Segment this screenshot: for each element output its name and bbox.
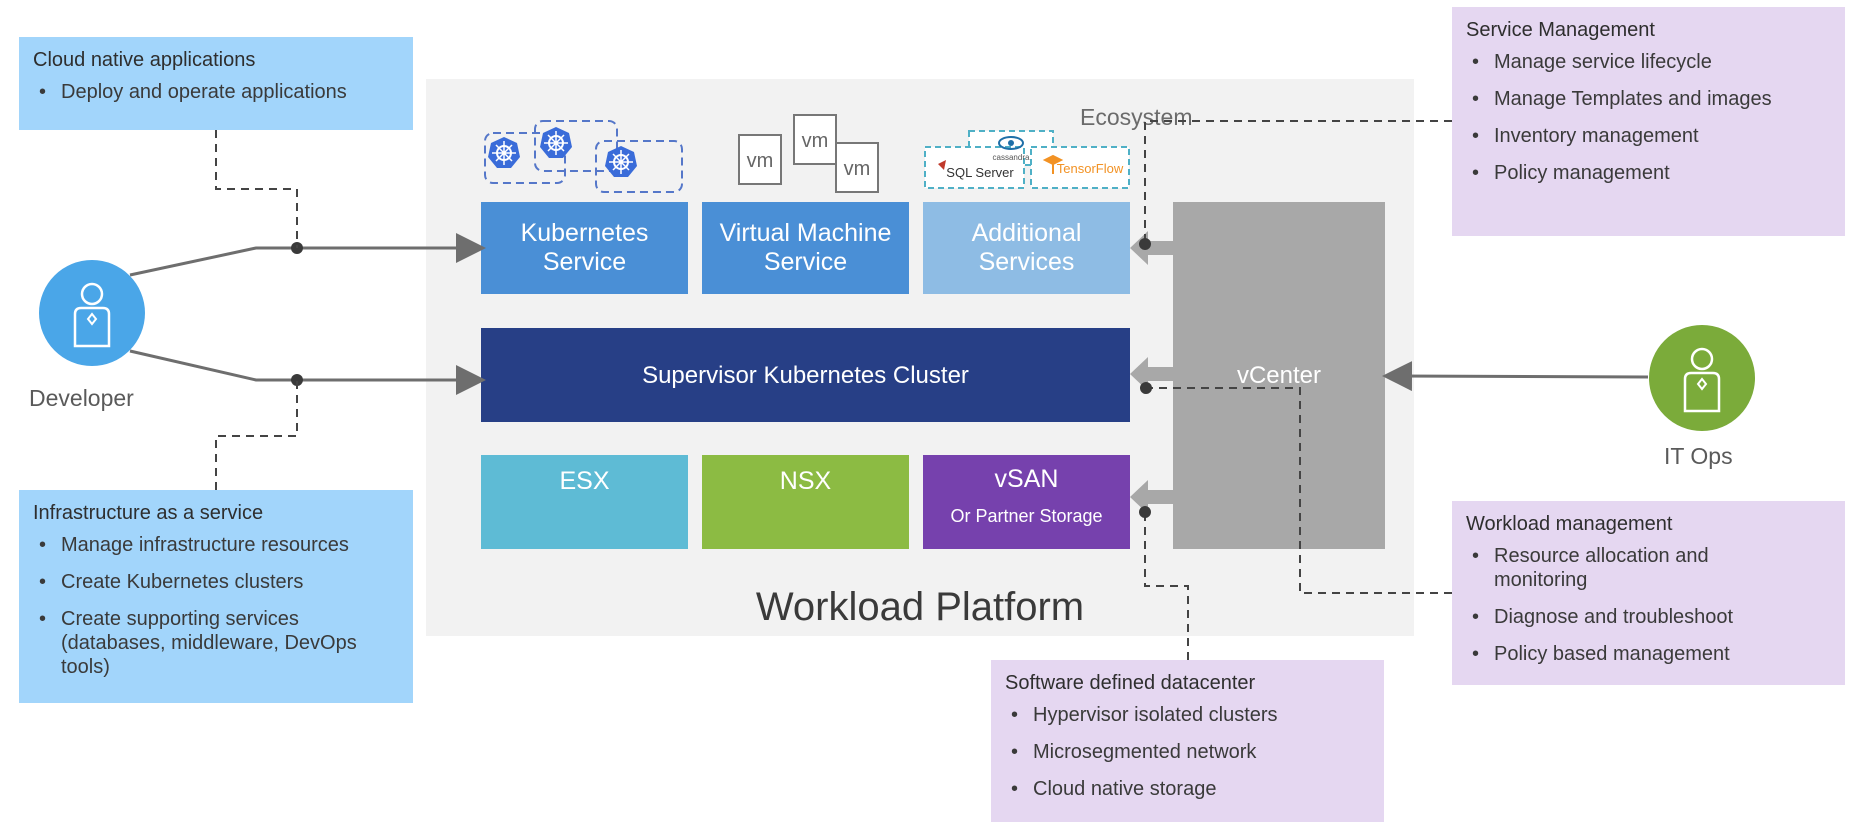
supervisor-cluster-tile: Supervisor Kubernetes Cluster — [481, 328, 1130, 422]
tensorflow-logo-text: TensorFlow — [1057, 161, 1124, 176]
esx-tile: ESX — [481, 455, 688, 549]
vcenter-to-vsan-arrow — [1130, 480, 1173, 514]
vm-service-label-2: Service — [763, 248, 848, 276]
list-item: Microsegmented network — [1005, 740, 1370, 764]
kubernetes-icon-group — [484, 120, 683, 193]
list-item: Inventory management — [1466, 124, 1831, 148]
junction-dot — [291, 374, 303, 386]
kubernetes-icon — [488, 137, 520, 168]
vm-icon: vm — [844, 158, 871, 180]
nsx-tile: NSX — [702, 455, 909, 549]
vm-service-tile: Virtual Machine Service — [702, 202, 909, 294]
list-item: Manage Templates and images — [1466, 87, 1831, 111]
service-management-box: Service Management Manage service lifecy… — [1452, 7, 1845, 236]
developer-to-supervisor-line — [129, 349, 486, 395]
workload-management-box: Workload management Resource allocation … — [1452, 501, 1845, 685]
tensorflow-icon — [1042, 154, 1064, 174]
developer-label: Developer — [29, 385, 134, 411]
vm-icon: vm — [802, 130, 829, 152]
additional-services-label-1: Additional — [971, 219, 1082, 247]
kubernetes-icon — [540, 127, 572, 158]
itops-avatar — [1649, 325, 1755, 431]
additional-services-label-2: Services — [978, 248, 1075, 276]
vsan-tile: vSAN Or Partner Storage — [923, 455, 1130, 549]
sddc-title: Software defined datacenter — [1005, 672, 1256, 694]
sql-server-logo-text: SQL Server — [946, 165, 1014, 180]
kubernetes-icon — [605, 146, 637, 177]
cassandra-eye-icon — [998, 136, 1024, 150]
service-mgmt-dashed-line — [1144, 120, 1452, 244]
sddc-dashed-line — [1144, 512, 1189, 660]
iaas-title: Infrastructure as a service — [33, 502, 264, 524]
list-item: Policy based management — [1466, 642, 1831, 666]
vsan-label: vSAN — [994, 465, 1059, 493]
supervisor-label: Supervisor Kubernetes Cluster — [642, 361, 969, 389]
ecosystem-logos: cassandra SQL Server TensorFlow — [924, 130, 1130, 189]
list-item: Policy management — [1466, 161, 1831, 185]
list-item: Resource allocation and monitoring — [1466, 544, 1831, 592]
list-item: Create Kubernetes clusters — [33, 570, 399, 594]
list-item: Diagnose and troubleshoot — [1466, 605, 1831, 629]
person-icon — [73, 282, 111, 348]
additional-services-tile: Additional Services — [923, 202, 1130, 294]
sql-server-icon — [938, 160, 946, 170]
nsx-label: NSX — [779, 467, 832, 495]
vm-icon: vm — [747, 150, 774, 172]
sddc-box: Software defined datacenter Hypervisor i… — [991, 660, 1384, 822]
kubernetes-service-label-1: Kubernetes — [520, 219, 649, 247]
itops-to-vcenter-line — [1382, 361, 1649, 392]
iaas-dashed-line — [215, 380, 298, 490]
developer-to-kubernetes-line — [129, 233, 486, 277]
developer-avatar — [39, 260, 145, 366]
itops-label: IT Ops — [1664, 443, 1733, 469]
cloud-native-title: Cloud native applications — [33, 49, 256, 71]
list-item: Create supporting services (databases, m… — [33, 607, 399, 679]
kubernetes-service-tile: Kubernetes Service — [481, 202, 688, 294]
esx-label: ESX — [559, 467, 610, 495]
service-management-title: Service Management — [1466, 19, 1655, 41]
cloud-native-box: Cloud native applications Deploy and ope… — [19, 37, 413, 130]
vcenter-to-additional-arrow — [1130, 231, 1173, 265]
vm-service-label-1: Virtual Machine — [719, 219, 892, 247]
list-item: Hypervisor isolated clusters — [1005, 703, 1370, 727]
vcenter-to-supervisor-arrow — [1130, 357, 1173, 391]
workload-management-title: Workload management — [1466, 513, 1673, 535]
platform-title: Workload Platform — [755, 585, 1085, 629]
list-item: Manage service lifecycle — [1466, 50, 1831, 74]
person-icon — [1683, 347, 1721, 413]
vcenter-label: vCenter — [1236, 362, 1322, 389]
ecosystem-label: Ecosystem — [1080, 104, 1193, 130]
list-item: Cloud native storage — [1005, 777, 1370, 801]
workload-mgmt-dashed-line — [1145, 387, 1452, 594]
cloud-native-dashed-line — [215, 130, 298, 248]
list-item: Manage infrastructure resources — [33, 533, 399, 557]
list-item: Deploy and operate applications — [33, 80, 399, 104]
vcenter-tile: vCenter — [1173, 202, 1385, 549]
vm-icon-group: vm vm vm — [738, 114, 879, 193]
iaas-box: Infrastructure as a service Manage infra… — [19, 490, 413, 703]
kubernetes-service-label-2: Service — [542, 248, 627, 276]
vsan-sub-label: Or Partner Storage — [950, 506, 1103, 526]
cassandra-logo-text: cassandra — [993, 153, 1030, 162]
